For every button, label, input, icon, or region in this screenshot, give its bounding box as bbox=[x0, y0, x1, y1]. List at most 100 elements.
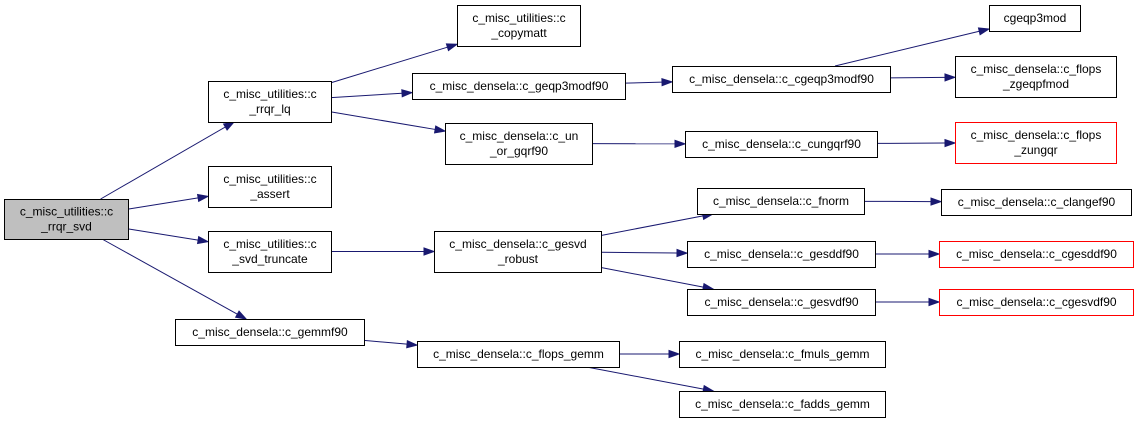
node-n1[interactable]: c_misc_utilities::c_rrqr_lq bbox=[208, 81, 332, 123]
node-label: _copymatt bbox=[490, 26, 547, 40]
node-label: c_misc_densela::c_fnorm bbox=[713, 194, 849, 208]
node-label: c_misc_densela::c_gesvd bbox=[449, 237, 586, 251]
node-n4[interactable]: c_misc_densela::c_gemmf90 bbox=[175, 319, 365, 346]
node-n22[interactable]: c_misc_densela::c_cgesvdf90 bbox=[939, 289, 1134, 316]
edge-line bbox=[101, 238, 238, 315]
edge-arrowhead bbox=[401, 89, 414, 98]
edge-n14-n22 bbox=[875, 297, 941, 307]
edge-line bbox=[624, 81, 663, 84]
edge-arrowhead bbox=[977, 27, 991, 36]
node-n9[interactable]: c_misc_densela::c_flops_gemm bbox=[417, 341, 620, 368]
edge-n0-n3 bbox=[127, 228, 210, 245]
edge-line bbox=[889, 76, 946, 79]
node-n20[interactable]: c_misc_densela::c_clangef90 bbox=[941, 189, 1132, 216]
node-n3[interactable]: c_misc_utilities::c_svd_truncate bbox=[208, 231, 332, 273]
node-box bbox=[208, 166, 332, 208]
node-n15[interactable]: c_misc_densela::c_fmuls_gemm bbox=[679, 341, 886, 368]
node-label: c_misc_utilities::c bbox=[20, 205, 113, 219]
edge-n1-n5 bbox=[330, 43, 459, 84]
edge-arrowhead bbox=[668, 349, 681, 359]
edge-arrowhead bbox=[928, 297, 941, 307]
edge-n1-n7 bbox=[330, 111, 447, 134]
node-box bbox=[672, 66, 891, 93]
node-n6[interactable]: c_misc_densela::c_geqp3modf90 bbox=[412, 73, 626, 100]
node-n12[interactable]: c_misc_densela::c_fnorm bbox=[697, 188, 865, 215]
edge-arrowhead bbox=[433, 125, 447, 134]
node-n11[interactable]: c_misc_densela::c_cungqrf90 bbox=[685, 131, 878, 158]
node-box bbox=[939, 289, 1134, 316]
edge-arrowhead bbox=[423, 247, 436, 256]
edge-n12-n20 bbox=[863, 197, 943, 206]
edge-line bbox=[127, 228, 199, 241]
node-n17[interactable]: cgeqp3mod bbox=[989, 5, 1081, 32]
node-box bbox=[955, 122, 1117, 164]
node-box bbox=[697, 188, 865, 215]
node-n14[interactable]: c_misc_densela::c_gesvdf90 bbox=[687, 289, 876, 316]
node-label: _assert bbox=[249, 187, 290, 201]
node-label: _rrqr_lq bbox=[248, 102, 290, 116]
edge-arrowhead bbox=[234, 310, 248, 320]
node-label: c_misc_densela::c_cgeqp3modf90 bbox=[689, 72, 874, 86]
node-box bbox=[445, 123, 593, 165]
edge-arrowhead bbox=[222, 121, 236, 131]
edge-n13-n21 bbox=[875, 249, 941, 259]
edge-n8-n12 bbox=[600, 211, 715, 236]
node-box bbox=[208, 81, 332, 123]
node-label: c_misc_utilities::c bbox=[223, 172, 316, 186]
node-n7[interactable]: c_misc_densela::c_un_or_gqrf90 bbox=[445, 123, 593, 165]
node-label: c_misc_densela::c_flops_gemm bbox=[433, 347, 604, 361]
edge-arrowhead bbox=[196, 193, 210, 203]
edge-arrowhead bbox=[944, 73, 957, 82]
node-label: _zgeqpfmod bbox=[1002, 77, 1069, 91]
edge-line bbox=[600, 215, 704, 236]
node-label: c_misc_densela::c_cungqrf90 bbox=[702, 137, 861, 151]
node-n16[interactable]: c_misc_densela::c_fadds_gemm bbox=[679, 391, 886, 418]
edge-n0-n4 bbox=[101, 238, 248, 320]
edge-line bbox=[600, 267, 704, 288]
edge-n10-n17 bbox=[834, 27, 991, 67]
node-n19[interactable]: c_misc_densela::c_flops_zungqr bbox=[955, 122, 1117, 164]
node-label: c_misc_densela::c_gesvdf90 bbox=[704, 295, 858, 309]
node-n13[interactable]: c_misc_densela::c_gesddf90 bbox=[687, 241, 876, 268]
edge-n9-n16 bbox=[586, 366, 715, 394]
node-n21[interactable]: c_misc_densela::c_cgesddf90 bbox=[939, 241, 1134, 268]
edge-arrowhead bbox=[445, 43, 459, 52]
node-label: _robust bbox=[497, 252, 539, 266]
edge-arrowhead bbox=[676, 248, 689, 258]
node-label: c_misc_densela::c_cgesvdf90 bbox=[956, 295, 1116, 309]
nodes-layer: c_misc_utilities::c_rrqr_svdc_misc_utili… bbox=[4, 5, 1134, 418]
node-label: c_misc_densela::c_fmuls_gemm bbox=[695, 347, 869, 361]
edges-layer bbox=[100, 27, 991, 394]
node-label: c_misc_densela::c_geqp3modf90 bbox=[430, 79, 609, 93]
edge-line bbox=[330, 92, 403, 99]
node-n5[interactable]: c_misc_utilities::c_copymatt bbox=[457, 5, 581, 47]
node-n18[interactable]: c_misc_densela::c_flops_zgeqpfmod bbox=[955, 56, 1117, 98]
node-box bbox=[434, 231, 602, 273]
edge-arrowhead bbox=[928, 249, 941, 259]
edge-n8-n14 bbox=[600, 267, 715, 292]
edge-n6-n10 bbox=[624, 77, 674, 87]
node-label: _svd_truncate bbox=[231, 252, 308, 266]
edge-arrowhead bbox=[196, 235, 210, 245]
edge-line bbox=[100, 126, 226, 200]
node-n10[interactable]: c_misc_densela::c_cgeqp3modf90 bbox=[672, 66, 891, 93]
node-label: c_misc_densela::c_clangef90 bbox=[958, 195, 1116, 209]
node-label: c_misc_densela::c_gemmf90 bbox=[192, 325, 348, 339]
edge-line bbox=[330, 111, 436, 130]
node-n2[interactable]: c_misc_utilities::c_assert bbox=[208, 166, 332, 208]
node-box bbox=[417, 341, 620, 368]
node-box bbox=[687, 289, 876, 316]
edge-n1-n6 bbox=[330, 89, 414, 99]
edge-n9-n15 bbox=[619, 349, 681, 359]
node-n0[interactable]: c_misc_utilities::c_rrqr_svd bbox=[4, 199, 129, 240]
edge-line bbox=[586, 366, 704, 390]
edge-line bbox=[600, 251, 678, 254]
edge-line bbox=[363, 339, 408, 345]
node-n8[interactable]: c_misc_densela::c_gesvd_robust bbox=[434, 231, 602, 273]
node-box bbox=[685, 131, 878, 158]
node-box bbox=[679, 391, 886, 418]
node-label: c_misc_utilities::c bbox=[472, 11, 565, 25]
node-label: c_misc_densela::c_flops bbox=[971, 62, 1102, 76]
node-box bbox=[939, 241, 1134, 268]
edge-arrowhead bbox=[674, 139, 687, 149]
